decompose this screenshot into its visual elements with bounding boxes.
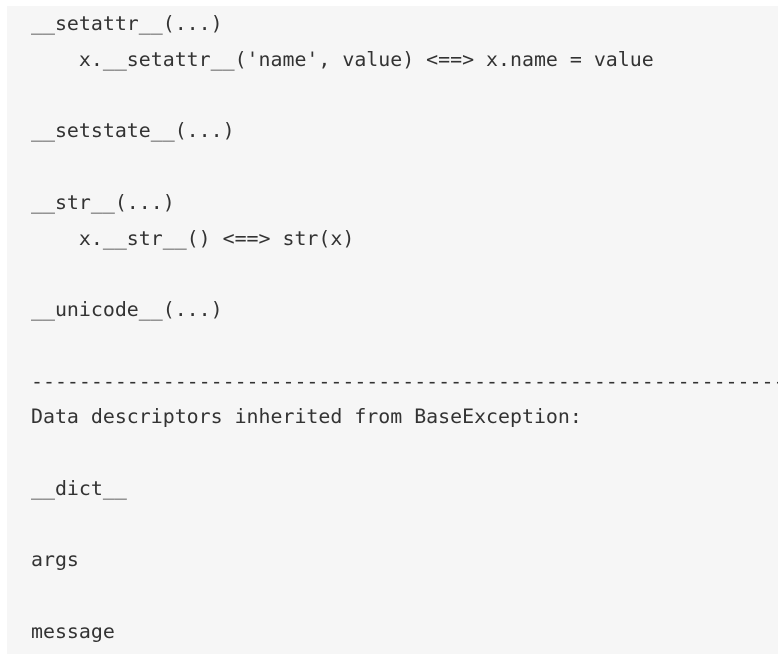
- blank-line: [31, 149, 778, 185]
- blank-line: [31, 256, 778, 292]
- code-block: __setattr__(...) x.__setattr__('name', v…: [7, 6, 778, 654]
- descriptor-args: args: [31, 548, 79, 572]
- blank-line: [31, 435, 778, 471]
- descriptor-dict: __dict__: [31, 476, 127, 500]
- method-setstate: __setstate__(...): [31, 119, 235, 143]
- blank-line: [31, 78, 778, 114]
- separator: ----------------------------------------…: [31, 369, 778, 393]
- blank-line: [31, 507, 778, 543]
- descriptor-message: message: [31, 619, 115, 643]
- section-heading: Data descriptors inherited from BaseExce…: [31, 405, 582, 429]
- blank-line: [31, 578, 778, 614]
- blank-line: [31, 328, 778, 364]
- method-unicode: __unicode__(...): [31, 298, 223, 321]
- str-doc: x.__str__() <==> str(x): [31, 226, 355, 250]
- setattr-doc: x.__setattr__('name', value) <==> x.name…: [31, 47, 654, 71]
- code-text: __setattr__(...) x.__setattr__('name', v…: [31, 6, 778, 650]
- method-setattr: __setattr__(...): [31, 12, 223, 35]
- method-str: __str__(...): [31, 190, 175, 214]
